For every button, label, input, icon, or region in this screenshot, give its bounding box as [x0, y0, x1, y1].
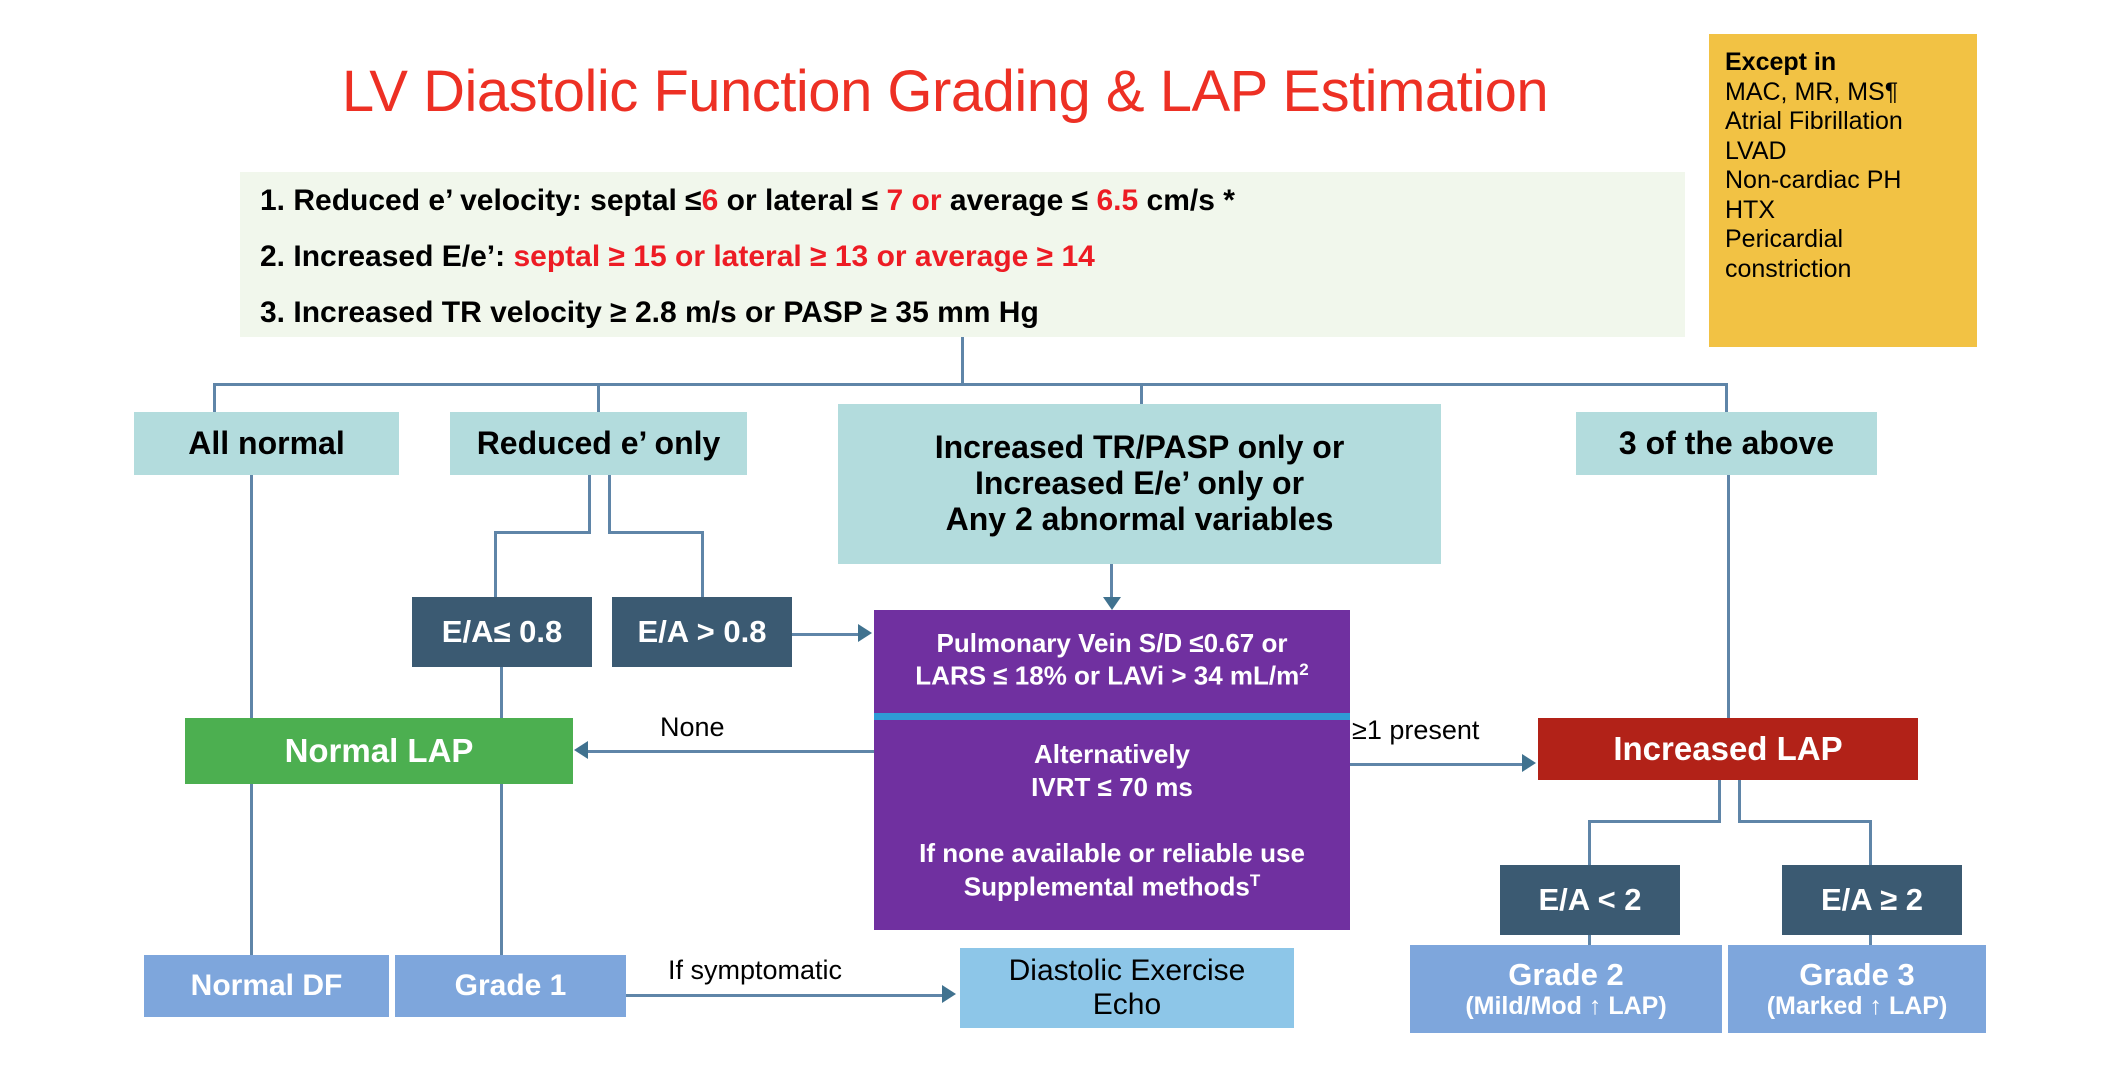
connector-grade1-to-exercise: [626, 994, 944, 997]
criteria-item-2: 2. Increased E/e’: septal ≥ 15 or latera…: [260, 242, 1095, 272]
purple-top-line-2-superscript: 2: [1299, 659, 1309, 679]
node-grade-2-main: Grade 2: [1508, 956, 1624, 992]
arrowhead-purple-to-normal-lap: [574, 741, 588, 759]
except-line-3: LVAD: [1725, 136, 1787, 165]
node-grade-2-sub: (Mild/Mod ↑ LAP): [1465, 992, 1667, 1021]
purple-top-line-2-text: LARS ≤ 18% or LAVi > 34 mL/m: [915, 660, 1300, 691]
node-tr-pasp-or-ee-or-any2[interactable]: Increased TR/PASP only or Increased E/e’…: [838, 404, 1441, 564]
connector-3-above-to-increased-lap: [1727, 475, 1730, 718]
arrowhead-grade1-to-exercise: [942, 985, 956, 1003]
node-ea-ge-2[interactable]: E/A ≥ 2: [1782, 865, 1962, 935]
node-all-normal[interactable]: All normal: [134, 412, 399, 475]
node-normal-lap[interactable]: Normal LAP: [185, 718, 573, 784]
criteria-item-1: 1. Reduced e’ velocity: septal ≤6 or lat…: [260, 186, 1235, 216]
purple-bottom-section: Alternatively IVRT ≤ 70 ms If none avail…: [874, 726, 1350, 930]
connector-normal-lap-to-normal-df: [250, 784, 253, 955]
arrowhead-ea-gt-to-purple: [858, 624, 872, 642]
node-increased-lap[interactable]: Increased LAP: [1538, 718, 1918, 780]
connector-increased-lap-right-bar: [1738, 820, 1872, 823]
arrowhead-tr-pasp-to-purple: [1103, 597, 1121, 610]
connector-reduced-e-right-stem: [608, 475, 611, 531]
node-exercise-line-1: Diastolic Exercise: [1008, 954, 1246, 988]
node-diastolic-exercise-echo[interactable]: Diastolic Exercise Echo: [960, 948, 1294, 1028]
criteria-item-3: 3. Increased TR velocity ≥ 2.8 m/s or PA…: [260, 296, 1039, 329]
except-line-5: HTX: [1725, 195, 1775, 224]
node-ea-le-0-8[interactable]: E/A≤ 0.8: [412, 597, 592, 667]
node-supplemental-criteria[interactable]: Pulmonary Vein S/D ≤0.67 or LARS ≤ 18% o…: [874, 610, 1350, 930]
node-grade-3-main: Grade 3: [1799, 956, 1915, 992]
node-ea-gt-0-8[interactable]: E/A > 0.8: [612, 597, 792, 667]
node-grade-2[interactable]: Grade 2 (Mild/Mod ↑ LAP): [1410, 945, 1722, 1033]
purple-bottom-line-4-text: Supplemental methods: [963, 871, 1250, 902]
connector-to-ea-gt-08: [701, 531, 704, 597]
except-line-1: MAC, MR, MS¶: [1725, 77, 1899, 106]
connector-purple-to-normal-lap: [588, 750, 874, 753]
purple-bottom-line-2: IVRT ≤ 70 ms: [1031, 771, 1193, 802]
node-normal-df[interactable]: Normal DF: [144, 955, 389, 1017]
criteria-2-prefix: 2. Increased E/e’:: [260, 240, 514, 273]
criteria-1-mid-1: or lateral ≤: [718, 184, 887, 217]
criteria-1-value-average: 6.5: [1096, 184, 1139, 217]
edge-label-none: None: [660, 712, 725, 742]
node-grade-1[interactable]: Grade 1: [395, 955, 626, 1017]
connector-increased-lap-right-stem: [1738, 780, 1741, 820]
edge-label-one-present: ≥1 present: [1352, 715, 1480, 745]
connector-to-ea-lt-2: [1588, 820, 1591, 865]
edge-label-if-symptomatic: If symptomatic: [668, 955, 843, 985]
connector-top-bus: [213, 383, 1727, 386]
connector-increased-lap-left-bar: [1588, 820, 1721, 823]
connector-drop-reduced-e: [597, 383, 600, 412]
purple-top-line-2: LARS ≤ 18% or LAVi > 34 mL/m2: [915, 660, 1308, 692]
criteria-1-prefix: 1. Reduced e’ velocity: septal ≤: [260, 184, 702, 217]
criteria-1-suffix: cm/s *: [1138, 184, 1235, 217]
except-line-4: Non-cardiac PH: [1725, 166, 1902, 194]
connector-ea-le-to-normal-lap: [500, 667, 503, 720]
node-grade-3[interactable]: Grade 3 (Marked ↑ LAP): [1728, 945, 1986, 1033]
except-line-7: constriction: [1725, 254, 1852, 283]
connector-reduced-e-left-stem: [588, 475, 591, 531]
purple-divider-rule: [874, 713, 1350, 720]
except-line-2: Atrial Fibrillation: [1725, 107, 1903, 135]
node-tr-pasp-line-2: Increased E/e’ only or: [974, 465, 1305, 502]
criteria-1-value-septal: 6: [701, 184, 719, 217]
connector-drop-all-normal: [213, 383, 216, 412]
connector-to-ea-le-08: [494, 531, 497, 597]
connector-reduced-e-right-bar: [608, 531, 704, 534]
node-grade-3-sub: (Marked ↑ LAP): [1766, 992, 1948, 1021]
purple-bottom-line-3: If none available or reliable use: [919, 838, 1305, 868]
node-3-of-the-above[interactable]: 3 of the above: [1576, 412, 1877, 475]
purple-bottom-line-4: Supplemental methodsT: [964, 870, 1260, 903]
connector-drop-tr-pasp: [1140, 383, 1143, 404]
node-ea-lt-2[interactable]: E/A < 2: [1500, 865, 1680, 935]
node-tr-pasp-line-3: Any 2 abnormal variables: [945, 500, 1334, 537]
except-title: Except in: [1725, 48, 1837, 76]
purple-top-line-1: Pulmonary Vein S/D ≤0.67 or: [936, 628, 1288, 659]
connector-ea-gt-to-purple: [792, 633, 860, 636]
connector-reduced-e-left-bar: [494, 531, 591, 534]
connector-purple-to-increased-lap: [1350, 763, 1524, 766]
connector-to-ea-ge-2: [1869, 820, 1872, 865]
page-title: LV Diastolic Function Grading & LAP Esti…: [341, 59, 1549, 124]
node-reduced-e-only[interactable]: Reduced e’ only: [450, 412, 747, 475]
node-tr-pasp-line-1: Increased TR/PASP only or: [934, 429, 1345, 466]
except-in-box: Except in MAC, MR, MS¶ Atrial Fibrillati…: [1709, 34, 1977, 347]
criteria-panel: 1. Reduced e’ velocity: septal ≤6 or lat…: [240, 172, 1685, 337]
except-line-6: Pericardial: [1725, 225, 1844, 253]
criteria-1-value-lateral: 7 or: [886, 184, 942, 217]
connector-criteria-stem: [961, 337, 964, 385]
connector-normal-lap-to-grade1: [500, 784, 503, 955]
purple-bottom-line-4-superscript: T: [1249, 870, 1261, 890]
purple-top-section: Pulmonary Vein S/D ≤0.67 or LARS ≤ 18% o…: [874, 610, 1350, 710]
purple-bottom-line-1: Alternatively: [1033, 739, 1191, 769]
connector-tr-pasp-to-purple: [1110, 564, 1113, 599]
connector-drop-3-above: [1725, 383, 1728, 412]
node-exercise-line-2: Echo: [1092, 988, 1162, 1021]
criteria-2-values: septal ≥ 15 or lateral ≥ 13 or average ≥…: [513, 240, 1095, 273]
connector-increased-lap-left-stem: [1718, 780, 1721, 820]
criteria-1-mid-2: average ≤: [941, 184, 1097, 217]
arrowhead-purple-to-increased-lap: [1522, 754, 1536, 772]
connector-all-normal-to-normal-lap: [250, 475, 253, 720]
